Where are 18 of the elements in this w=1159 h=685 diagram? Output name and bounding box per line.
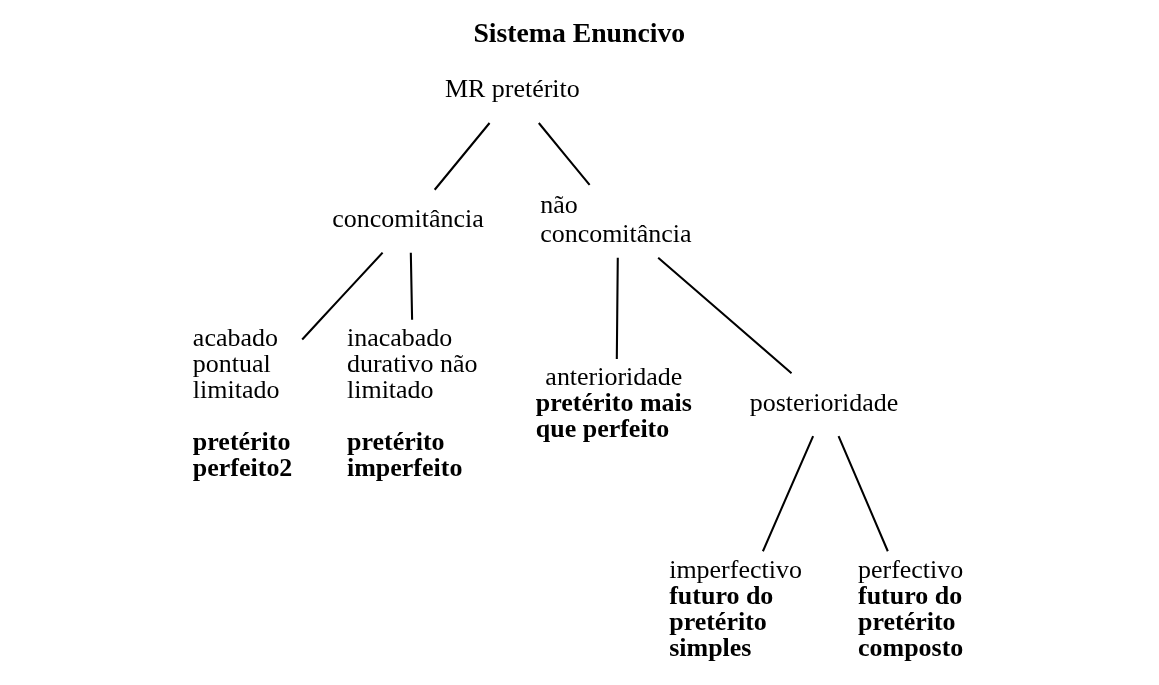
node-text: concomitância	[331, 204, 484, 234]
diagram-title: Sistema Enuncivo	[472, 17, 685, 49]
node-text: inacabado durativo não limitado pretérito imperfeito	[346, 322, 478, 482]
node-text: perfectivo futuro do pretérito composto	[857, 555, 963, 663]
connector	[657, 256, 792, 375]
node-text: posterioridade	[749, 387, 898, 417]
connector	[537, 122, 590, 186]
node-text: anterioridade pretérito mais que perfeito	[535, 361, 692, 443]
node-text: MR pretérito	[444, 74, 580, 104]
connector	[761, 435, 814, 552]
connector	[837, 435, 889, 552]
connector	[300, 251, 383, 341]
node-text: imperfectivo futuro do pretérito simples	[668, 555, 802, 663]
connector	[433, 122, 490, 191]
connector	[615, 257, 619, 359]
connector	[409, 252, 413, 320]
node-text: não concomitância	[539, 189, 692, 249]
node-text: acabado pontual limitado pretérito perfeito2	[192, 322, 292, 482]
